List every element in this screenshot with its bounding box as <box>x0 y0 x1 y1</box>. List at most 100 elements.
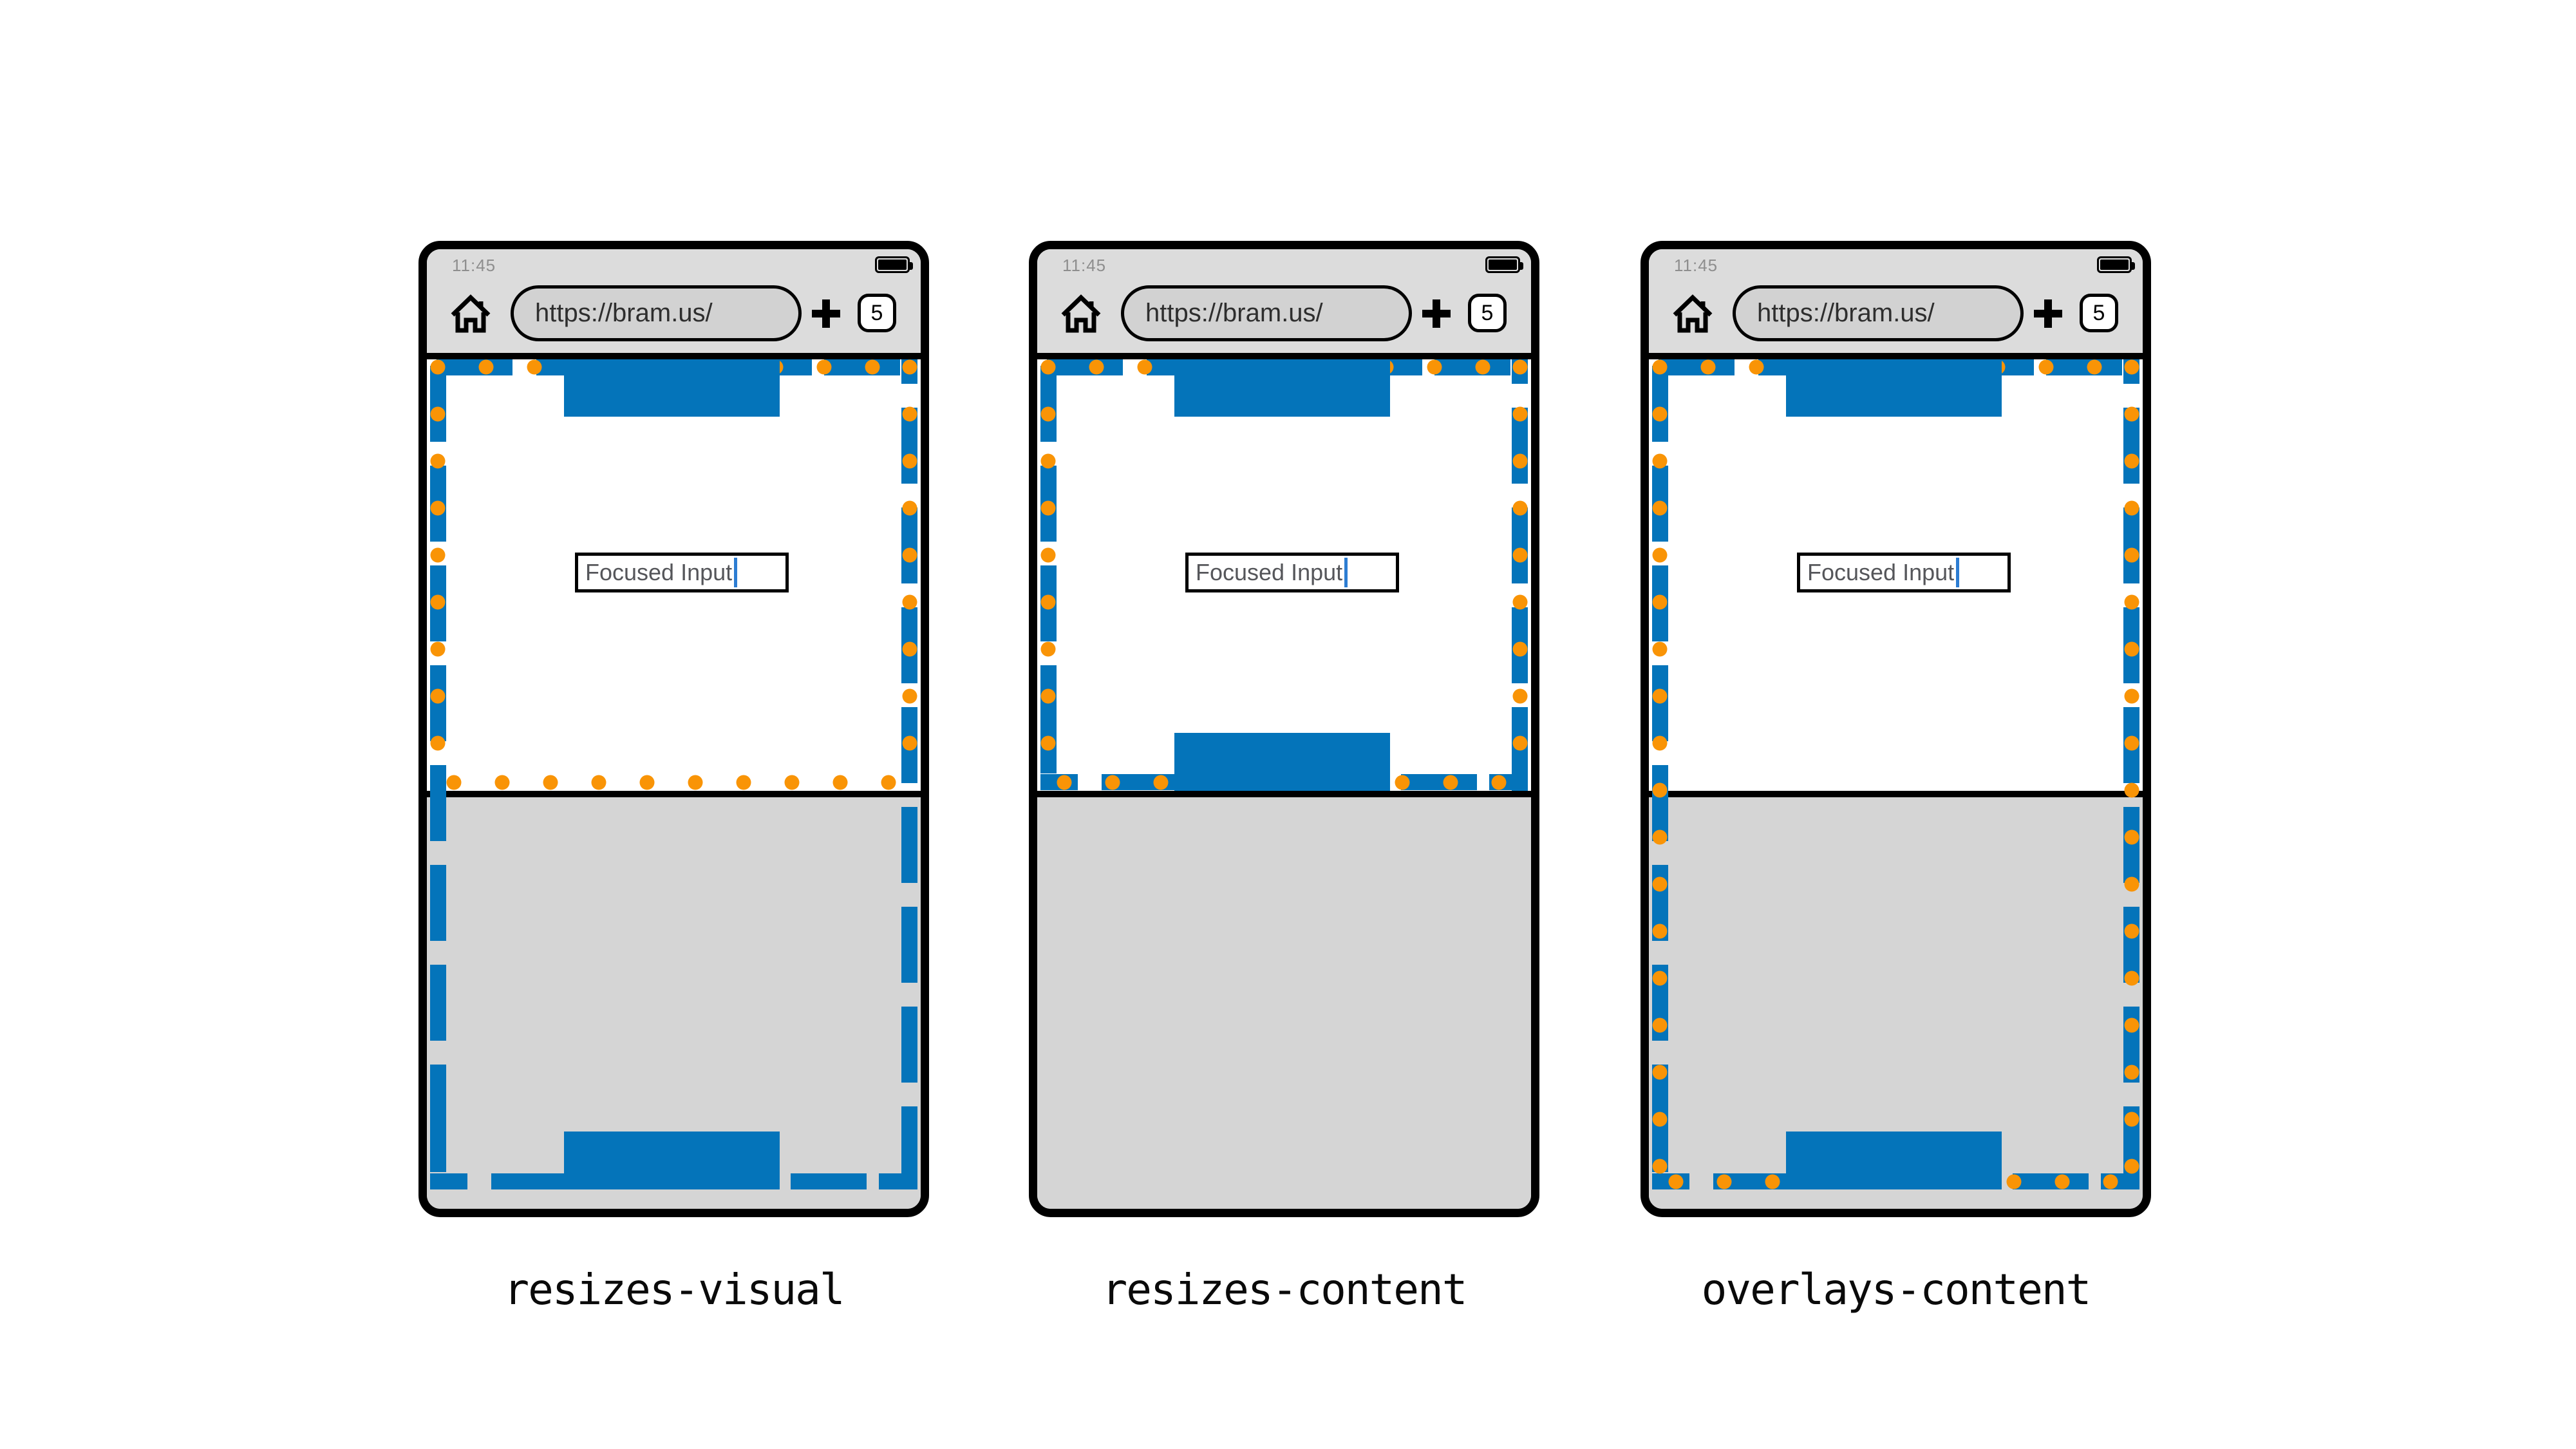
battery-icon <box>1485 256 1523 273</box>
status-bar: 11:45 https://bram.us/ 5 <box>1649 249 2143 353</box>
phone-screen: 11:45 https://bram.us/ 5 <box>1037 249 1531 1209</box>
visual-viewport-dot <box>1668 1174 1684 1189</box>
visual-viewport-dot <box>2124 688 2139 704</box>
visual-viewport-dot <box>1040 359 1056 375</box>
new-tab-plus-icon[interactable] <box>811 298 841 329</box>
layout-viewport-border-right <box>901 359 917 1189</box>
visual-viewport-dot <box>1512 453 1528 469</box>
visual-viewport-dot <box>1512 641 1528 657</box>
visual-viewport-dot <box>2124 876 2139 892</box>
visual-viewport-dot <box>902 359 917 375</box>
visual-viewport-dot <box>1652 688 1668 704</box>
visual-viewport-dot <box>1427 359 1442 375</box>
fixed-footer-bar <box>1786 1132 2002 1189</box>
visual-viewport-dot <box>1652 1018 1668 1033</box>
visual-viewport-dot <box>2124 359 2139 375</box>
layout-viewport-border-left <box>1040 359 1057 791</box>
visual-viewport-dot <box>430 547 446 563</box>
visual-viewport-dot <box>1040 688 1056 704</box>
toolbar-separator <box>427 353 921 359</box>
url-bar[interactable]: https://bram.us/ <box>511 285 802 341</box>
visual-viewport-dot <box>2124 735 2139 751</box>
phone-unit-resizes-content: 11:45 https://bram.us/ 5 <box>1029 241 1539 1374</box>
fixed-footer-bar <box>564 1132 780 1189</box>
visual-viewport-dot <box>1040 406 1056 422</box>
text-cursor <box>1956 558 1960 587</box>
status-bar: 11:45 https://bram.us/ 5 <box>427 249 921 353</box>
visual-viewport-dot <box>902 688 917 704</box>
visual-viewport-dot <box>1512 594 1528 610</box>
visual-viewport-dot <box>1765 1174 1780 1189</box>
visual-viewport-dot <box>2124 1018 2139 1033</box>
virtual-keyboard-area <box>1037 797 1531 1209</box>
home-icon[interactable] <box>449 292 493 336</box>
visual-viewport-dot <box>784 775 800 790</box>
visual-viewport-dot <box>1652 876 1668 892</box>
focused-text-input[interactable]: Focused Input <box>1185 553 1399 592</box>
tab-counter[interactable]: 5 <box>858 294 896 332</box>
visual-viewport-dot <box>902 547 917 563</box>
visual-viewport-dot <box>1040 594 1056 610</box>
visual-viewport-dot <box>639 775 655 790</box>
new-tab-plus-icon[interactable] <box>1421 298 1452 329</box>
visual-viewport-dot <box>1512 500 1528 516</box>
visual-viewport-dot <box>1153 775 1169 790</box>
visual-viewport-dot <box>1749 359 1764 375</box>
visual-viewport-dot <box>1652 735 1668 751</box>
home-icon[interactable] <box>1059 292 1103 336</box>
visual-viewport-dot <box>1652 406 1668 422</box>
visual-viewport-dot <box>1652 453 1668 469</box>
url-bar[interactable]: https://bram.us/ <box>1733 285 2024 341</box>
visual-viewport-dot <box>2124 594 2139 610</box>
visual-viewport-dot <box>1700 359 1716 375</box>
visual-viewport-dot <box>1512 547 1528 563</box>
visual-viewport-dot <box>2087 359 2102 375</box>
visual-viewport-dot <box>2124 1112 2139 1127</box>
visual-viewport-dot <box>902 406 917 422</box>
tab-counter[interactable]: 5 <box>2080 294 2118 332</box>
visual-viewport-dot <box>736 775 751 790</box>
visual-viewport-dot <box>1491 775 1507 790</box>
phone-unit-overlays-content: 11:45 https://bram.us/ 5 <box>1641 241 2151 1374</box>
visual-viewport-dot <box>430 688 446 704</box>
visual-viewport-dot <box>430 641 446 657</box>
clock-text: 11:45 <box>452 256 496 275</box>
toolbar-separator <box>1649 353 2143 359</box>
visual-viewport-dot <box>430 359 446 375</box>
visual-viewport-dot <box>1512 359 1528 375</box>
visual-viewport-dot <box>2124 406 2139 422</box>
visual-viewport-dot <box>1395 775 1410 790</box>
focused-text-input[interactable]: Focused Input <box>1797 553 2011 592</box>
visual-viewport-dot <box>1512 688 1528 704</box>
tab-counter[interactable]: 5 <box>1468 294 1507 332</box>
phone-mockup: 11:45 https://bram.us/ 5 <box>1641 241 2151 1217</box>
phone-screen: 11:45 https://bram.us/ 5 <box>1649 249 2143 1209</box>
text-cursor <box>1344 558 1348 587</box>
battery-icon <box>875 256 913 273</box>
visual-viewport-dot <box>902 735 917 751</box>
input-value-text: Focused Input <box>1196 559 1343 585</box>
visual-viewport-dot <box>688 775 703 790</box>
url-bar[interactable]: https://bram.us/ <box>1121 285 1412 341</box>
layout-viewport-border-left <box>1652 359 1668 1189</box>
keyboard-top-edge <box>1649 791 2143 797</box>
layout-viewport-border-left <box>430 359 446 1189</box>
text-cursor <box>734 558 738 587</box>
keyboard-top-edge <box>427 791 921 797</box>
visual-viewport-dot <box>1040 453 1056 469</box>
clock-text: 11:45 <box>1062 256 1107 275</box>
tab-count-text: 5 <box>1481 300 1494 325</box>
visual-viewport-dot <box>902 500 917 516</box>
visual-viewport-dot <box>430 406 446 422</box>
visual-viewport-dot <box>1475 359 1490 375</box>
clock-text: 11:45 <box>1674 256 1718 275</box>
visual-viewport-dot <box>430 453 446 469</box>
visual-viewport-dot <box>1652 359 1668 375</box>
home-icon[interactable] <box>1671 292 1715 336</box>
focused-text-input[interactable]: Focused Input <box>575 553 789 592</box>
mode-label: overlays-content <box>1701 1265 2092 1314</box>
visual-viewport-dot <box>1057 775 1072 790</box>
visual-viewport-dot <box>591 775 606 790</box>
visual-viewport-dot <box>2124 1065 2139 1080</box>
new-tab-plus-icon[interactable] <box>2033 298 2064 329</box>
